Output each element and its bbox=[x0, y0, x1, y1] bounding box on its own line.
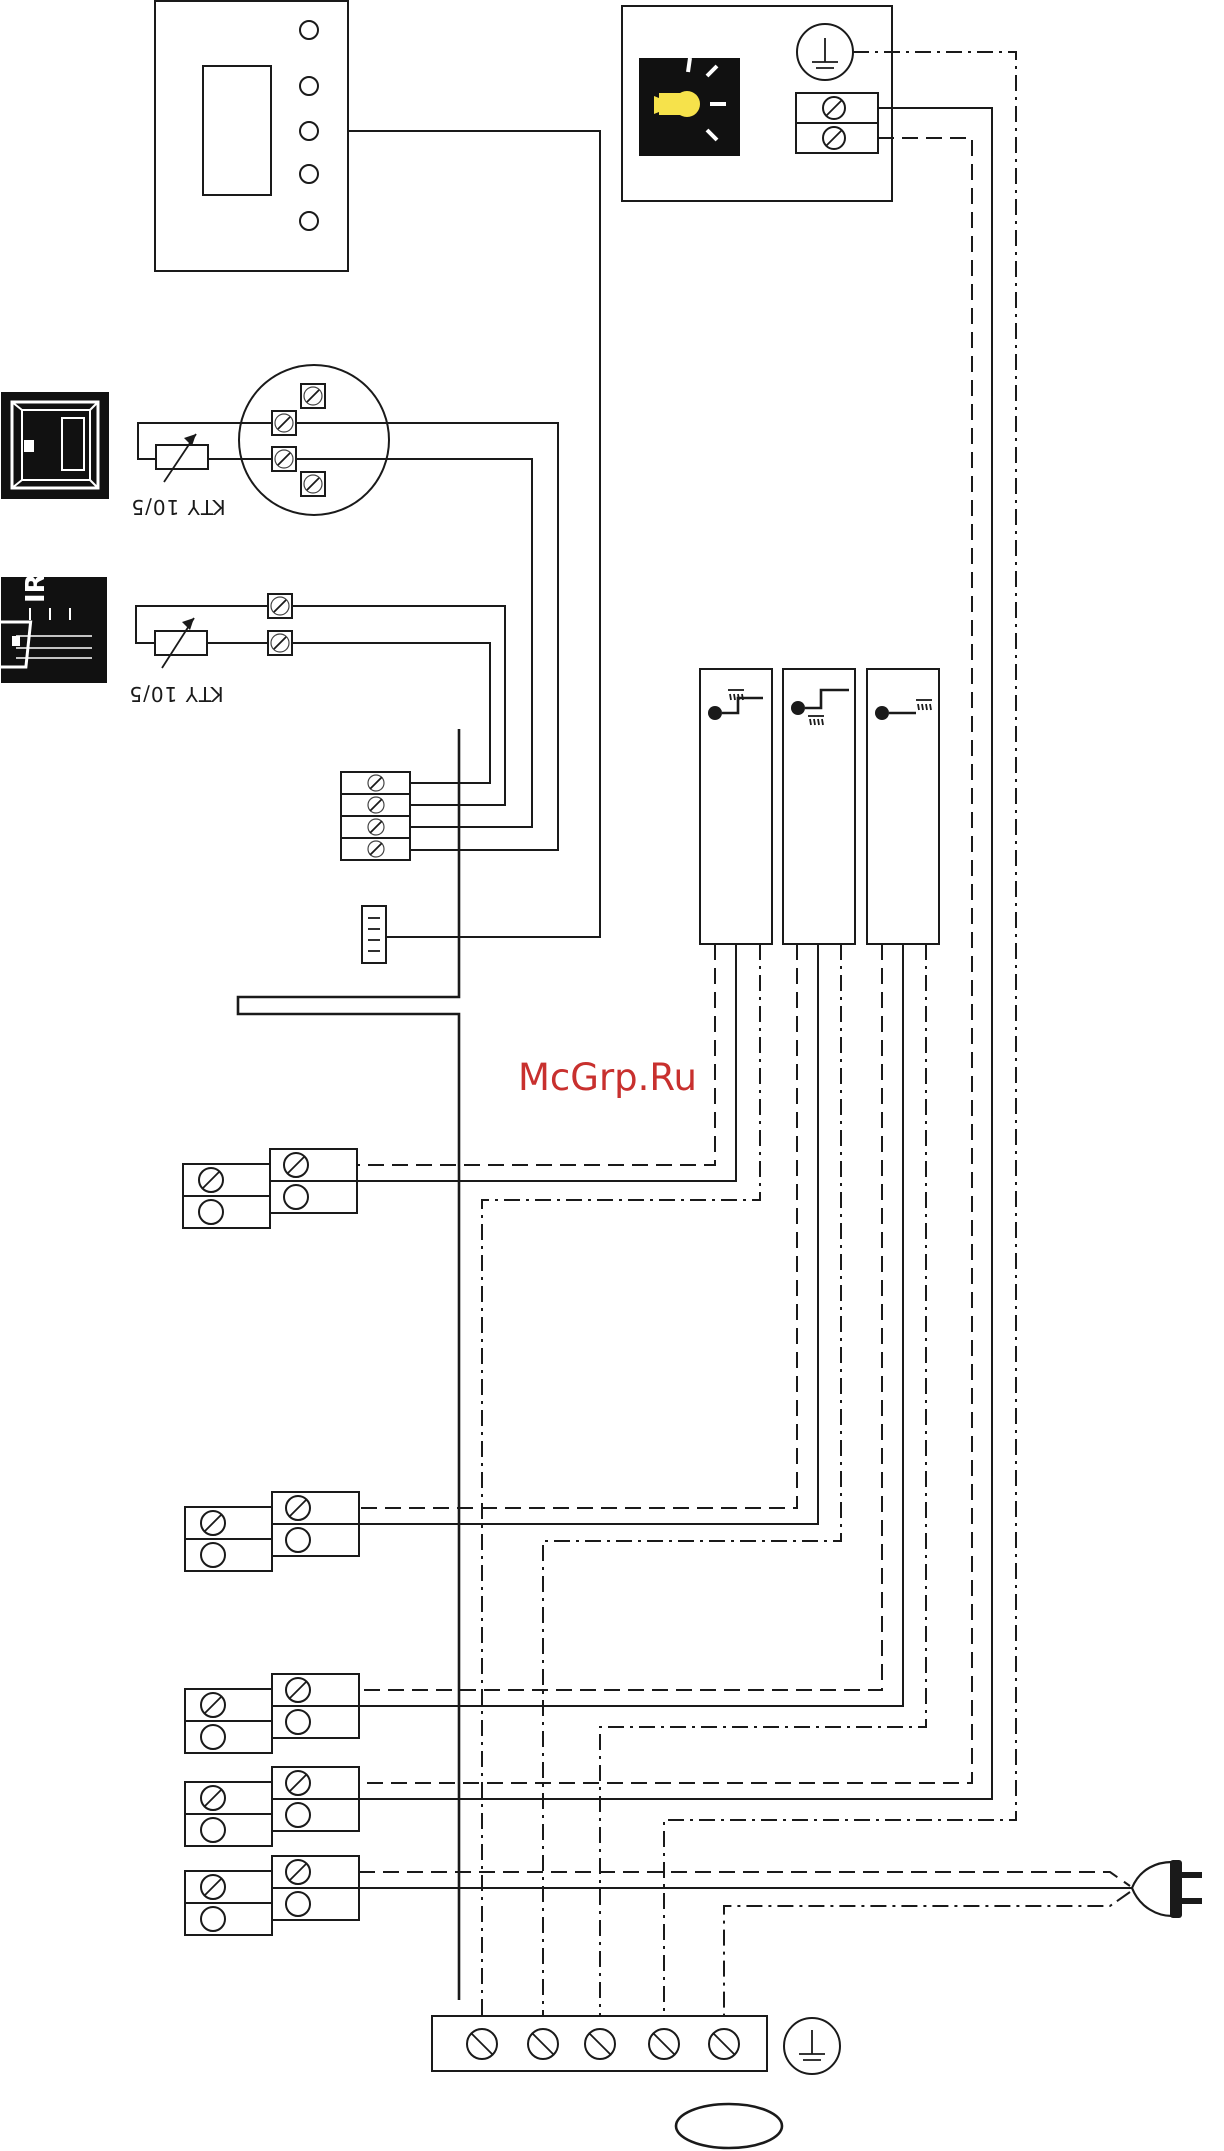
sensor-terminal-block bbox=[341, 772, 410, 860]
heater-stage-3 bbox=[867, 669, 939, 944]
mains-ground-wire bbox=[724, 1892, 1130, 2016]
mains-plug-icon bbox=[1132, 1860, 1202, 1918]
output-terminal-5 bbox=[185, 1856, 359, 1935]
ground-terminal-block bbox=[432, 2016, 767, 2071]
heater-stage-1 bbox=[700, 669, 772, 944]
lamp-module bbox=[622, 6, 892, 201]
sensor-2-label: KTY 10/5 bbox=[128, 682, 223, 706]
mains-phase-wire bbox=[359, 1872, 1130, 1886]
watermark: McGrp.Ru bbox=[518, 1056, 697, 1099]
control-connector bbox=[362, 906, 386, 963]
stage-1-ground-wire bbox=[482, 944, 760, 2016]
stage-1-phase-wire bbox=[357, 944, 715, 1165]
output-terminal-2 bbox=[185, 1492, 359, 1571]
ground-icon bbox=[784, 2018, 840, 2074]
lamp-phase-wire bbox=[359, 138, 972, 1783]
ground-icon bbox=[797, 24, 853, 80]
stage-3-ground-wire bbox=[600, 944, 926, 2016]
output-terminal-4 bbox=[185, 1767, 359, 1846]
sensor-2-terminals bbox=[268, 594, 292, 655]
cable-grommet bbox=[676, 2104, 782, 2148]
output-terminal-3 bbox=[185, 1674, 359, 1753]
stage-2-phase-wire bbox=[359, 944, 797, 1508]
control-panel bbox=[155, 1, 348, 271]
heater-stage-2 bbox=[783, 669, 855, 944]
sensor-2-resistor bbox=[136, 606, 268, 668]
output-terminal-1 bbox=[183, 1149, 357, 1228]
sensor-1-housing bbox=[239, 365, 389, 515]
light-bulb-icon bbox=[639, 58, 740, 156]
sensor-1-label: KTY 10/5 bbox=[130, 495, 225, 519]
lamp-terminal-block bbox=[796, 93, 878, 153]
lamp-neutral-wire bbox=[359, 108, 992, 1799]
stage-2-neutral-wire bbox=[359, 944, 818, 1524]
ir-icon-label: IR bbox=[21, 573, 51, 603]
infrared-heater-icon: IR bbox=[0, 573, 107, 683]
sauna-cabin-icon bbox=[1, 392, 109, 499]
lamp-ground-wire bbox=[664, 52, 1016, 2016]
